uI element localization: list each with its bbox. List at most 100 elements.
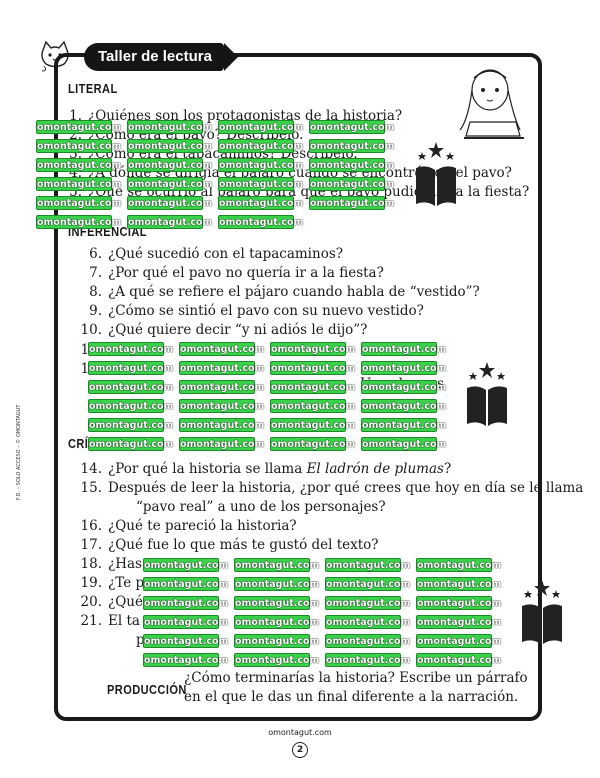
watermark-label: omontagut.com: [88, 399, 174, 413]
inferencial-question: 9. ¿Cómo se sintió el pavo con su nuevo v…: [80, 303, 424, 319]
watermark-label: omontagut.com: [361, 342, 447, 356]
book-stars-icon-2: [467, 362, 507, 426]
watermark-label: omontagut.com: [179, 361, 265, 375]
book-stars-icon: [416, 142, 456, 206]
watermark-label: omontagut.com: [36, 158, 122, 172]
watermark-label: omontagut.com: [88, 380, 174, 394]
watermark-label: omontagut.com: [234, 596, 320, 610]
watermark-label: omontagut.com: [234, 653, 320, 667]
watermark-label: omontagut.com: [127, 215, 213, 229]
watermark-label: omontagut.com: [416, 558, 502, 572]
critico-question: 18. ¿Has: [80, 556, 142, 572]
question-number: 21.: [80, 613, 102, 629]
watermark-label: omontagut.com: [270, 418, 356, 432]
watermark-label: omontagut.com: [179, 399, 265, 413]
question-text: ¿Qué fue lo que más te gustó del texto?: [108, 537, 379, 553]
watermark-label: omontagut.com: [234, 615, 320, 629]
question-text: Después de leer la historia, ¿por qué cr…: [108, 480, 584, 496]
question-text-end: ?: [443, 461, 452, 477]
watermark-label: omontagut.com: [143, 653, 229, 667]
watermark-label: omontagut.com: [325, 653, 411, 667]
watermark-label: omontagut.com: [361, 361, 447, 375]
watermark-label: omontagut.com: [270, 380, 356, 394]
watermark-label: omontagut.com: [270, 437, 356, 451]
watermark-label: omontagut.com: [127, 120, 213, 134]
watermark-label: omontagut.com: [325, 596, 411, 610]
watermark-label: omontagut.com: [179, 418, 265, 432]
watermark-label: omontagut.com: [36, 196, 122, 210]
watermark-label: omontagut.com: [88, 361, 174, 375]
critico-question: 15. Después de leer la historia, ¿por qué…: [80, 480, 584, 496]
watermark-label: omontagut.com: [143, 615, 229, 629]
watermark-label: omontagut.com: [179, 380, 265, 394]
girl-reading-illustration: [459, 69, 524, 139]
footer-site[interactable]: omontagut.com: [268, 728, 332, 737]
watermark-label: omontagut.com: [36, 120, 122, 134]
question-number: 16.: [80, 518, 102, 534]
critico-question: 21.El ta: [80, 613, 140, 629]
question-number: 7.: [89, 265, 102, 281]
inferencial-question: 10.¿Qué quiere decir “y ni adiós le dijo…: [80, 322, 368, 338]
watermark-label: omontagut.com: [325, 558, 411, 572]
watermark-label: omontagut.com: [127, 139, 213, 153]
watermark-label: omontagut.com: [88, 418, 174, 432]
watermark-label: omontagut.com: [143, 558, 229, 572]
question-number: 9.: [89, 303, 102, 319]
book-stars-icon-3: [522, 580, 562, 644]
watermark-label: omontagut.com: [88, 342, 174, 356]
watermark-label: omontagut.com: [218, 139, 304, 153]
watermark-label: omontagut.com: [88, 437, 174, 451]
watermark-label: omontagut.com: [179, 437, 265, 451]
watermark-label: omontagut.com: [218, 120, 304, 134]
question-text: ¿Cómo se sintió el pavo con su nuevo ves…: [108, 303, 424, 319]
question-number: 6.: [89, 246, 102, 262]
produccion-line-1: ¿Cómo terminarías la historia? Escribe u…: [184, 670, 528, 686]
watermark-label: omontagut.com: [143, 634, 229, 648]
watermark-label: omontagut.com: [361, 418, 447, 432]
watermark-label: omontagut.com: [143, 596, 229, 610]
question-text: ¿Qué te pareció la historia?: [108, 518, 297, 534]
watermark-label: omontagut.com: [36, 177, 122, 191]
question-number: 18.: [80, 556, 102, 572]
watermark-label: omontagut.com: [416, 653, 502, 667]
watermark-label: omontagut.com: [416, 577, 502, 591]
watermark-label: omontagut.com: [179, 342, 265, 356]
question-number: 19.: [80, 575, 102, 591]
watermark-label: omontagut.com: [234, 577, 320, 591]
watermark-label: omontagut.com: [218, 215, 304, 229]
critico-question: 20. ¿Qué: [80, 594, 143, 610]
watermark-label: omontagut.com: [416, 634, 502, 648]
watermark-label: omontagut.com: [270, 361, 356, 375]
question-text: ¿Por qué la historia se llama: [108, 461, 307, 477]
critico-question: 19.¿Te p: [80, 575, 145, 591]
watermark-label: omontagut.com: [361, 380, 447, 394]
produccion-line-2: en el que le das un final diferente a la…: [184, 689, 519, 705]
watermark-label: omontagut.com: [325, 634, 411, 648]
critico-question: “pavo real” a uno de los personajes?: [108, 499, 386, 515]
question-number: 20.: [80, 594, 102, 610]
watermark-label: omontagut.com: [416, 615, 502, 629]
question-text: ¿Por qué el pavo no quería ir a la fiest…: [108, 265, 384, 281]
question-text: ¿Has: [108, 556, 142, 572]
question-number: 17.: [80, 537, 102, 553]
watermark-label: omontagut.com: [36, 139, 122, 153]
watermark-label: omontagut.com: [270, 399, 356, 413]
watermark-label: omontagut.com: [218, 196, 304, 210]
question-number: 8.: [89, 284, 102, 300]
side-copyright-text: F.D. – SOLO ACCESO – © OMONTAGUT: [16, 404, 22, 500]
inferencial-question: 7. ¿Por qué el pavo no quería ir a la fie…: [80, 265, 384, 281]
question-text: ¿Qué sucedió con el tapacaminos?: [108, 246, 343, 262]
section-produccion: PRODUCCIÓN: [107, 682, 187, 697]
question-number: 15.: [80, 480, 102, 496]
watermark-label: omontagut.com: [218, 177, 304, 191]
page-frame: [54, 53, 542, 721]
question-text: “pavo real” a uno de los personajes?: [136, 499, 386, 515]
watermark-label: omontagut.com: [270, 342, 356, 356]
question-text: ¿Qué quiere decir “y ni adiós le dijo”?: [108, 322, 368, 338]
watermark-label: omontagut.com: [325, 577, 411, 591]
inferencial-question: 6. ¿Qué sucedió con el tapacaminos?: [80, 246, 343, 262]
watermark-label: omontagut.com: [309, 196, 395, 210]
question-text: ¿Qué: [108, 594, 143, 610]
watermark-label: omontagut.com: [309, 139, 395, 153]
section-literal: LITERAL: [68, 81, 118, 96]
